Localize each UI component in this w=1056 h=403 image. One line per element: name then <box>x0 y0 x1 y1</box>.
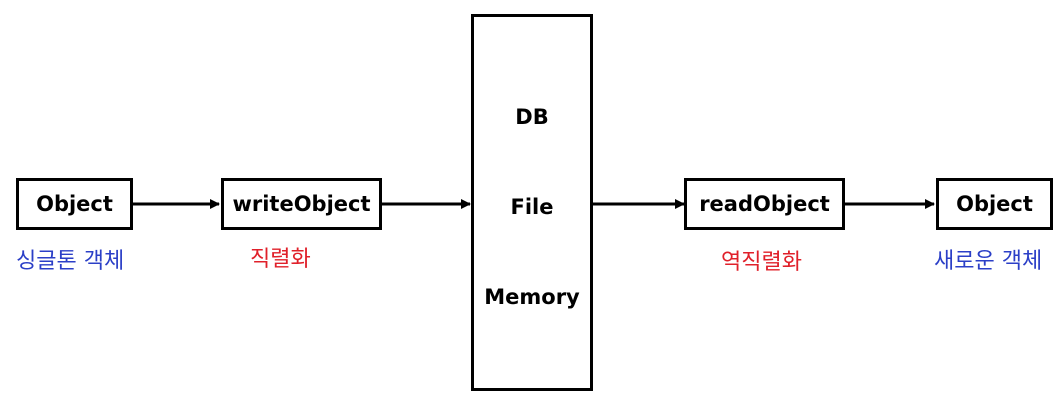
singleton-caption: 싱글톤 객체 <box>16 249 125 274</box>
storage-item-memory: Memory <box>484 285 580 309</box>
write-object-box: writeObject <box>221 178 382 230</box>
write-object-label: writeObject <box>232 192 371 216</box>
source-object-label: Object <box>36 192 113 216</box>
target-object-label: Object <box>956 192 1033 216</box>
storage-item-db: DB <box>515 105 549 129</box>
read-object-box: readObject <box>684 178 845 230</box>
new-object-caption: 새로운 객체 <box>934 249 1043 274</box>
read-object-label: readObject <box>699 192 830 216</box>
serialize-caption: 직렬화 <box>250 247 311 272</box>
source-object-box: Object <box>16 178 133 230</box>
storage-box: DB File Memory <box>471 14 593 391</box>
deserialize-caption: 역직렬화 <box>721 250 802 275</box>
storage-item-file: File <box>510 195 554 219</box>
target-object-box: Object <box>936 178 1053 230</box>
